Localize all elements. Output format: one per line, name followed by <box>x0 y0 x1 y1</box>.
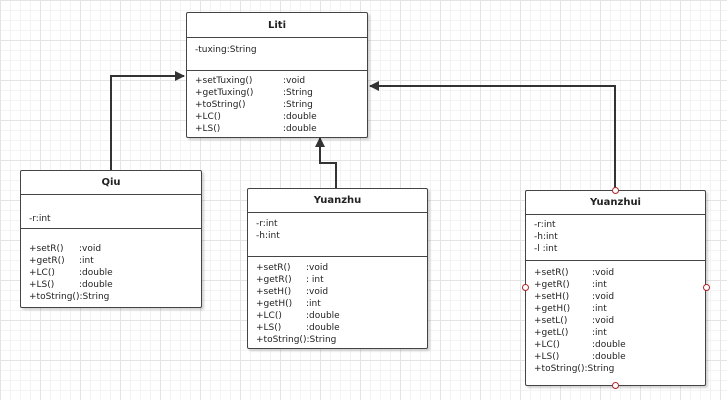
method-row: +getR(): int <box>256 275 324 285</box>
method-row: +getR():int <box>29 256 94 266</box>
method-row: +LS():double <box>195 124 317 134</box>
attribute-row: -r:int <box>256 219 278 229</box>
attribute-row: -h:int <box>256 231 280 241</box>
class-yuanzhui-methods: +setR():void +getR():int +setH():void +g… <box>526 261 705 378</box>
method-row: +getH():int <box>256 299 321 309</box>
class-qiu-methods: +setR():void +getR():int +LC():double +L… <box>21 229 201 306</box>
method-row: +LC():double <box>195 112 317 122</box>
method-row: +LS():double <box>29 280 113 290</box>
method-row: +setL():void <box>534 316 615 326</box>
attribute-row: -tuxing:String <box>195 45 257 55</box>
method-row: +LS():double <box>534 352 626 362</box>
class-yuanzhu[interactable]: Yuanzhu -r:int -h:int +setR():void +getR… <box>247 188 428 349</box>
class-liti-methods: +setTuxing():void +getTuxing():String +t… <box>187 71 367 138</box>
class-liti[interactable]: Liti -tuxing:String +setTuxing():void +g… <box>186 12 368 138</box>
method-row: +toString():String <box>256 335 337 345</box>
class-yuanzhui-name: Yuanzhui <box>526 191 705 215</box>
attribute-row: -r:int <box>534 220 556 230</box>
method-row: +setH():void <box>534 292 615 302</box>
method-row: +setR():void <box>256 263 329 273</box>
method-row: +setR():void <box>534 268 615 278</box>
class-yuanzhu-methods: +setR():void +getR(): int +setH():void +… <box>248 257 427 349</box>
method-row: +toString():String <box>29 292 110 302</box>
class-qiu-attributes: -r:int <box>21 195 201 229</box>
method-row: +getR():int <box>534 280 607 290</box>
method-row: +getH():int <box>534 304 607 314</box>
class-yuanzhui-attributes: -r:int -h:int -l :int <box>526 215 705 261</box>
method-row: +setTuxing():void <box>195 76 306 86</box>
yuanzhu-to-liti-arrow[interactable] <box>315 137 337 189</box>
attribute-row: -h:int <box>534 232 558 242</box>
class-liti-name: Liti <box>187 13 367 38</box>
method-row: +toString():String <box>534 364 615 374</box>
method-row: +setR():void <box>29 244 102 254</box>
method-row: +LC():double <box>534 340 626 350</box>
attribute-row: -l :int <box>534 244 558 254</box>
class-liti-attributes: -tuxing:String <box>187 38 367 71</box>
resize-handle-bottom[interactable] <box>612 382 619 389</box>
class-qiu[interactable]: Qiu -r:int +setR():void +getR():int +LC(… <box>20 170 202 308</box>
method-row: +toString():String <box>195 100 313 110</box>
class-qiu-name: Qiu <box>21 171 201 195</box>
class-yuanzhu-name: Yuanzhu <box>248 189 427 213</box>
method-row: +setH():void <box>256 287 329 297</box>
class-yuanzhui[interactable]: Yuanzhui -r:int -h:int -l :int +setR():v… <box>525 190 706 386</box>
class-yuanzhu-attributes: -r:int -h:int <box>248 213 427 257</box>
yuanzhui-to-liti-arrow[interactable] <box>369 81 616 190</box>
method-row: +LC():double <box>29 268 113 278</box>
method-row: +getL():int <box>534 328 607 338</box>
resize-handle-left[interactable] <box>522 284 529 291</box>
resize-handle-right[interactable] <box>703 284 710 291</box>
resize-handle-top[interactable] <box>612 187 619 194</box>
method-row: +LS():double <box>256 323 340 333</box>
qiu-to-liti-arrow[interactable] <box>110 71 185 170</box>
attribute-row: -r:int <box>29 214 51 224</box>
method-row: +LC():double <box>256 311 340 321</box>
method-row: +getTuxing():String <box>195 88 313 98</box>
